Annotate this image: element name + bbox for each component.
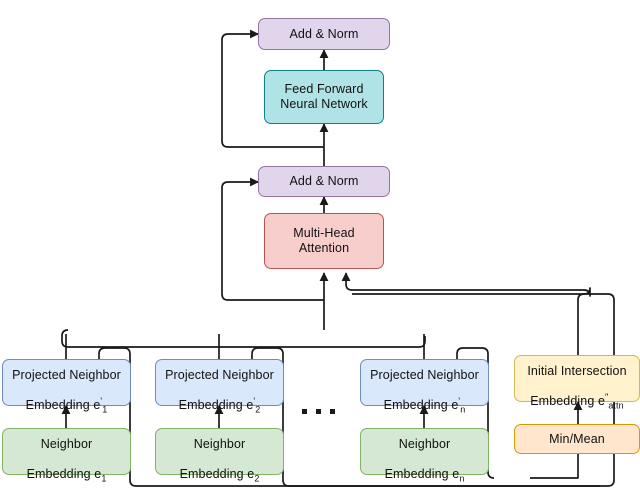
projected-n-line2: Embedding e [383, 397, 459, 412]
node-multi-head-attention[interactable]: Multi-Head Attention [264, 213, 384, 269]
projected-1-text: Projected Neighbor Embedding e'1 [12, 353, 121, 414]
projected-1-line2: Embedding e [25, 397, 101, 412]
multi-head-attention-label: Multi-Head Attention [293, 226, 355, 255]
node-neighbor-embedding-1[interactable]: Neighbor Embedding e1 [2, 428, 131, 483]
neighbor-n-text: Neighbor Embedding en [384, 422, 465, 483]
riser-right [352, 293, 615, 301]
neighbor-1-line1: Neighbor [40, 436, 93, 451]
projected-1-line1: Projected Neighbor [12, 367, 121, 382]
neighbor-n-line2: Embedding e [384, 466, 460, 481]
projected-2-index: 2 [255, 404, 261, 414]
feed-forward-label: Feed Forward Neural Network [280, 82, 368, 111]
neighbor-2-text: Neighbor Embedding e2 [179, 422, 260, 483]
node-projected-neighbor-embedding-1[interactable]: Projected Neighbor Embedding e'1 [2, 359, 131, 414]
intersection-index: attn [608, 400, 624, 410]
intersection-text: Initial Intersection Embedding e″attn [527, 349, 627, 410]
ellipsis-dot-3 [330, 409, 335, 414]
neighbor-1-line2: Embedding e [26, 466, 102, 481]
node-min-mean[interactable]: Min/Mean [514, 424, 640, 454]
neighbor-1-index: 1 [101, 473, 107, 483]
add-norm-top-label: Add & Norm [289, 26, 359, 41]
neighbor-n-line1: Neighbor [398, 436, 451, 451]
node-add-norm-top[interactable]: Add & Norm [258, 18, 390, 50]
node-add-norm-mid[interactable]: Add & Norm [258, 166, 390, 197]
neighbor-2-index: 2 [254, 473, 260, 483]
projected-2-text: Projected Neighbor Embedding e'2 [165, 353, 274, 414]
node-neighbor-embedding-2[interactable]: Neighbor Embedding e2 [155, 428, 284, 483]
neighbor-2-line2: Embedding e [179, 466, 255, 481]
node-projected-neighbor-embedding-2[interactable]: Projected Neighbor Embedding e'2 [155, 359, 284, 414]
projected-n-text: Projected Neighbor Embedding e'n [370, 353, 479, 414]
intersection-line1: Initial Intersection [527, 363, 627, 378]
ellipsis-dot-2 [316, 409, 321, 414]
node-initial-intersection-embedding[interactable]: Initial Intersection Embedding e″attn [514, 355, 640, 410]
add-norm-mid-label: Add & Norm [289, 174, 359, 188]
min-mean-label: Min/Mean [549, 431, 605, 446]
ellipsis-indicator [302, 409, 335, 414]
projected-n-index: n [460, 404, 466, 414]
projected-2-line2: Embedding e [178, 397, 254, 412]
projected-n-line1: Projected Neighbor [370, 367, 479, 382]
node-projected-neighbor-embedding-n[interactable]: Projected Neighbor Embedding e'n [360, 359, 489, 414]
neighbor-n-index: n [459, 473, 465, 483]
node-neighbor-embedding-n[interactable]: Neighbor Embedding en [360, 428, 489, 483]
edge-intersection-to-mha [341, 272, 591, 357]
intersection-line2: Embedding e [530, 393, 606, 408]
projected-2-line1: Projected Neighbor [165, 367, 274, 382]
projected-1-index: 1 [102, 404, 108, 414]
neighbor-2-line1: Neighbor [193, 436, 246, 451]
node-feed-forward-neural-network[interactable]: Feed Forward Neural Network [264, 70, 384, 124]
neighbor-1-text: Neighbor Embedding e1 [26, 422, 107, 483]
bus-projected-collect [61, 329, 426, 348]
bus-minmean-feed [530, 450, 579, 479]
ellipsis-dot-1 [302, 409, 307, 414]
